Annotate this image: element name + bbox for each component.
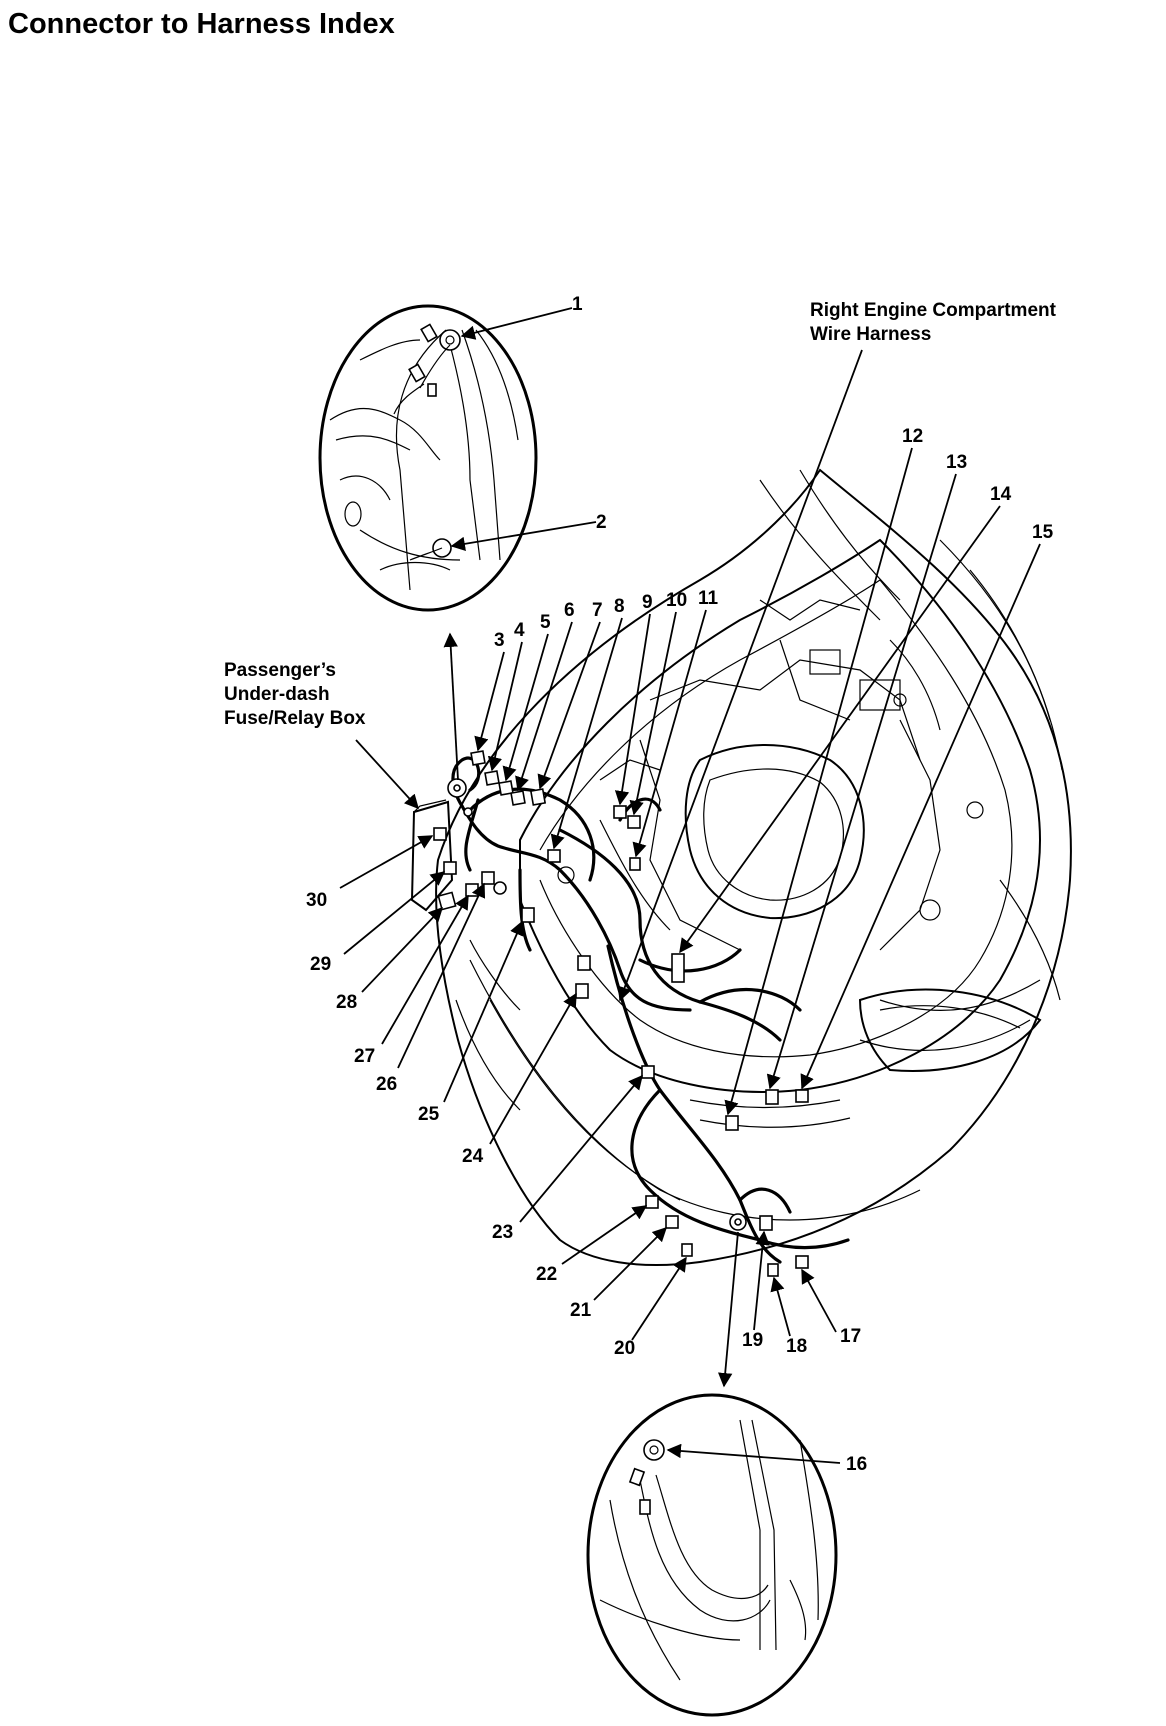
callout-15: 15	[1032, 522, 1054, 543]
callout-5: 5	[540, 612, 551, 633]
callout-8: 8	[614, 596, 625, 617]
callout-1: 1	[572, 294, 583, 315]
callout-28: 28	[336, 992, 357, 1013]
detail-view-bottom	[586, 1393, 841, 1717]
right-engine-harness-line-2: Wire Harness	[810, 324, 931, 345]
callout-9: 9	[642, 592, 653, 613]
callout-19: 19	[742, 1330, 763, 1351]
callout-13: 13	[946, 452, 967, 473]
right-engine-harness-line-1: Right Engine Compartment	[810, 300, 1057, 321]
callout-14: 14	[990, 484, 1012, 505]
passenger-fuse-box-line-2: Under-dash	[224, 684, 330, 705]
callout-11: 11	[698, 588, 719, 609]
callout-29: 29	[310, 954, 331, 975]
callout-17: 17	[840, 1326, 861, 1347]
callout-10: 10	[666, 590, 687, 611]
connectors	[433, 750, 809, 1277]
callout-4: 4	[514, 620, 525, 641]
callout-27: 27	[354, 1046, 375, 1067]
callout-22: 22	[536, 1264, 557, 1285]
callout-2: 2	[596, 512, 607, 533]
callout-6: 6	[564, 600, 575, 621]
leader-lines	[339, 447, 1041, 1341]
callout-16: 16	[846, 1454, 867, 1475]
detail-view-top	[318, 304, 597, 612]
callout-23: 23	[492, 1222, 513, 1243]
passenger-fuse-box-line-1: Passenger’s	[224, 660, 336, 681]
passenger-fuse-box-label: Passenger’s Under-dash Fuse/Relay Box	[224, 660, 366, 729]
callout-24: 24	[462, 1146, 484, 1167]
page-title: Connector to Harness Index	[8, 8, 395, 40]
callout-26: 26	[376, 1074, 397, 1095]
callout-21: 21	[570, 1300, 592, 1321]
callout-18: 18	[786, 1336, 807, 1357]
wire-harness	[451, 756, 850, 1264]
passenger-fuse-box-line-3: Fuse/Relay Box	[224, 708, 366, 729]
callout-3: 3	[494, 630, 505, 651]
callout-7: 7	[592, 600, 603, 621]
vehicle-body-outline	[410, 468, 1072, 1267]
callout-20: 20	[614, 1338, 635, 1359]
callout-12: 12	[902, 426, 923, 447]
callouts: 1 2 3 4 5 6 7 8 9 10 11 12 13 14 15 16 1…	[306, 294, 1054, 1475]
callout-30: 30	[306, 890, 327, 911]
callout-25: 25	[418, 1104, 440, 1125]
right-engine-harness-label: Right Engine Compartment Wire Harness	[810, 300, 1061, 345]
